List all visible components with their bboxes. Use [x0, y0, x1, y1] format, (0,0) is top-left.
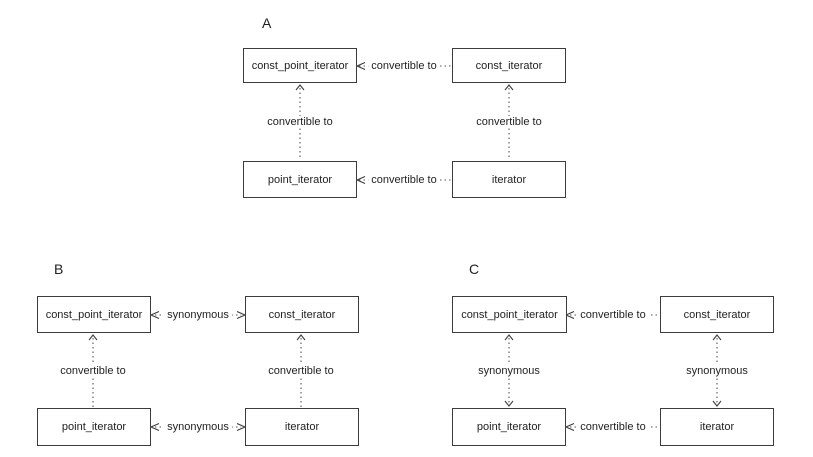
- up-arrowhead-icon: [504, 334, 514, 341]
- b-right-vertical-arrow: [296, 334, 306, 407]
- node-c-iterator: iterator: [660, 408, 774, 446]
- diagram-c-title: C: [469, 261, 480, 277]
- edge-label-c-bottom: convertible to: [577, 421, 649, 433]
- edge-label-b-bottom: synonymous: [164, 421, 232, 433]
- edge-label-c-left: synonymous: [475, 365, 543, 377]
- edge-label-b-left: convertible to: [57, 365, 129, 377]
- diagram-b-title: B: [54, 261, 64, 277]
- left-arrowhead-icon: [149, 310, 160, 320]
- node-a-point-iterator: point_iterator: [243, 161, 357, 198]
- left-arrowhead-icon: [355, 61, 366, 71]
- node-a-iterator: iterator: [452, 161, 566, 198]
- up-arrowhead-icon: [296, 334, 306, 341]
- b-left-vertical-arrow: [88, 334, 98, 407]
- down-arrowhead-icon: [712, 400, 722, 407]
- edge-label-a-left: convertible to: [264, 116, 336, 128]
- up-arrowhead-icon: [712, 334, 722, 341]
- edge-label-b-top: synonymous: [164, 309, 232, 321]
- node-b-iterator: iterator: [245, 408, 359, 446]
- edge-label-a-top: convertible to: [368, 60, 440, 72]
- left-arrowhead-icon: [355, 175, 366, 185]
- node-b-const-iterator: const_iterator: [245, 296, 359, 333]
- edge-label-b-right: convertible to: [265, 365, 337, 377]
- diagram-a-title: A: [262, 15, 272, 31]
- up-arrowhead-icon: [504, 84, 514, 91]
- left-arrowhead-icon: [149, 422, 160, 432]
- down-arrowhead-icon: [504, 400, 514, 407]
- node-c-const-point-iterator: const_point_iterator: [452, 296, 567, 333]
- node-a-const-point-iterator: const_point_iterator: [243, 48, 357, 83]
- node-b-point-iterator: point_iterator: [37, 408, 151, 446]
- edge-label-c-right: synonymous: [683, 365, 751, 377]
- node-c-point-iterator: point_iterator: [452, 408, 566, 446]
- up-arrowhead-icon: [295, 84, 305, 91]
- left-arrowhead-icon: [564, 422, 575, 432]
- node-b-const-point-iterator: const_point_iterator: [37, 296, 151, 333]
- node-a-const-iterator: const_iterator: [452, 48, 566, 83]
- up-arrowhead-icon: [88, 334, 98, 341]
- edge-label-c-top: convertible to: [577, 309, 649, 321]
- edge-label-a-right: convertible to: [473, 116, 545, 128]
- node-c-const-iterator: const_iterator: [660, 296, 774, 333]
- edge-label-a-bottom: convertible to: [368, 174, 440, 186]
